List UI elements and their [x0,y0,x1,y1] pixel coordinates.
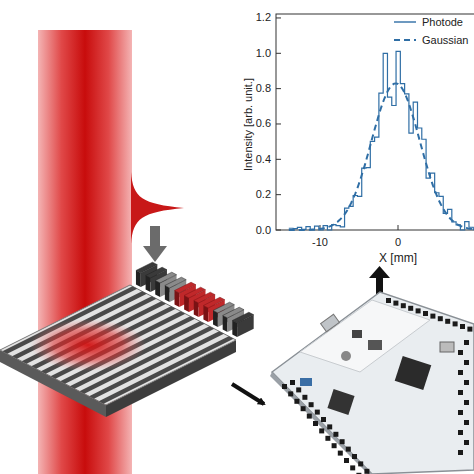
tick-label: 0.6 [256,118,271,129]
tick-label: 1.2 [256,12,271,23]
legend-text: Photode [422,17,463,28]
tick-label: 0 [395,237,401,248]
tick-label: 0.2 [256,189,271,200]
tick-label: 0.0 [256,225,271,236]
legend-text: Gaussian [422,35,468,46]
beam-spot [30,319,146,371]
pin-headers [282,298,472,474]
plot-area [276,14,474,230]
tick-label: -10 [312,237,328,248]
flow-arrow [232,384,264,404]
legend-line [394,21,416,22]
axis-title: Intensity [arb. unit.] [243,78,254,171]
tick-label: 0.4 [256,154,271,165]
tick-label: 0.8 [256,83,271,94]
microcontroller-board [270,292,474,474]
gaussian-fit [289,83,474,230]
down-arrow [143,226,167,262]
tick-label: 1.0 [256,48,271,59]
histogram-line [289,51,474,230]
legend-line [394,39,416,41]
axis-title: X [mm] [379,252,417,264]
photodiode-array [0,262,254,417]
